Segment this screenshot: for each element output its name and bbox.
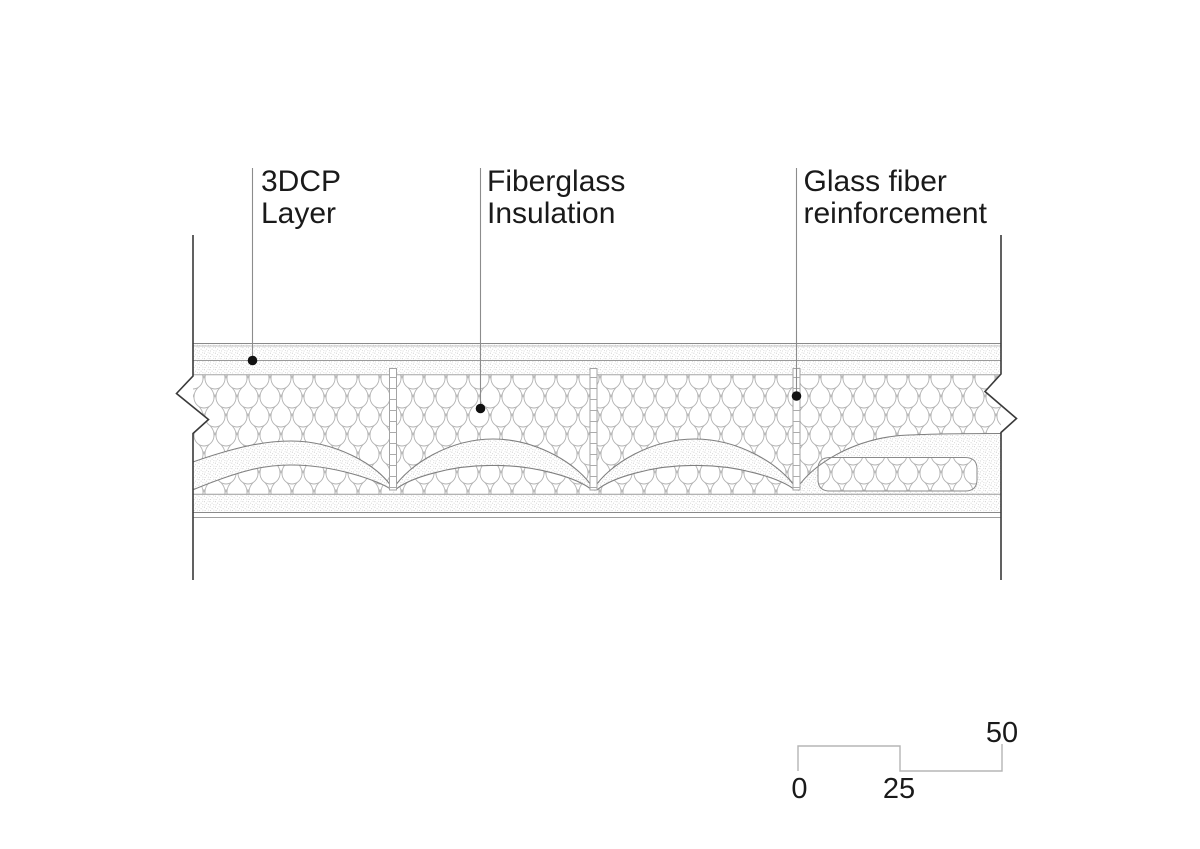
callout-fiberglass-insulation: Fiberglass Insulation — [475, 165, 625, 414]
callout-label-line2: Layer — [261, 197, 336, 230]
scale-bar: 0 25 50 — [791, 717, 1018, 805]
scale-label-50: 50 — [986, 717, 1018, 749]
arc-lower-curves — [189, 464, 796, 492]
callout-dot — [247, 355, 258, 366]
callout-glass-fiber-reinforcement: Glass fiber reinforcement — [791, 165, 988, 401]
callout-label-line1: Glass fiber — [804, 165, 947, 198]
callout-label-line1: Fiberglass — [487, 165, 625, 198]
bottom-3dcp-band — [193, 494, 1001, 512]
callout-dot — [475, 403, 486, 414]
callout-label-line2: reinforcement — [804, 197, 988, 230]
callout-dot — [791, 391, 802, 401]
panel-edge-right — [983, 235, 1018, 580]
reinforcement-strip-2 — [589, 368, 598, 491]
arc-band-fill — [190, 433, 1001, 494]
scale-label-0: 0 — [791, 773, 807, 805]
panel-edge-left — [175, 235, 210, 580]
callout-label-line1: 3DCP — [261, 165, 341, 198]
scale-label-25: 25 — [883, 773, 915, 805]
callout-3dcp-layer: 3DCP Layer — [247, 165, 341, 366]
scale-line — [797, 744, 1003, 772]
reinforcement-strip-1 — [389, 368, 397, 491]
panel-section — [189, 343, 1002, 518]
callout-label-line2: Insulation — [487, 197, 615, 230]
insulation-capsule-outline — [817, 457, 978, 492]
band-lines — [193, 343, 1001, 518]
